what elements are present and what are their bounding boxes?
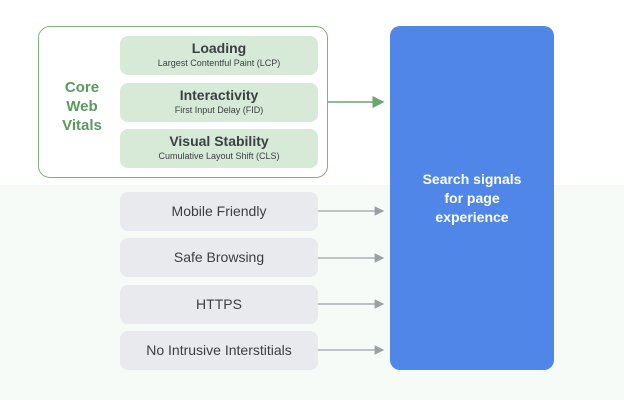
page-experience-signals-box: Search signals for page experience — [390, 26, 554, 370]
metric-visual-stability: Visual Stability Cumulative Layout Shift… — [120, 129, 318, 168]
metric-title: Interactivity — [179, 87, 259, 103]
metric-interactivity: Interactivity First Input Delay (FID) — [120, 83, 318, 122]
metric-loading: Loading Largest Contentful Paint (LCP) — [120, 36, 318, 75]
signal-safe-browsing: Safe Browsing — [120, 238, 318, 277]
metric-subtitle: First Input Delay (FID) — [174, 105, 264, 115]
target-label: Search signals for page experience — [422, 170, 522, 225]
signal-no-intrusive-interstitials: No Intrusive Interstitials — [120, 331, 318, 370]
metric-title: Loading — [191, 40, 247, 56]
cwv-label-line: Vitals — [62, 117, 102, 134]
metric-title: Visual Stability — [169, 133, 269, 149]
cwv-label-line: Web — [66, 98, 98, 115]
metric-subtitle: Cumulative Layout Shift (CLS) — [158, 151, 280, 161]
core-web-vitals-label: Core Web Vitals — [52, 78, 112, 135]
metric-subtitle: Largest Contentful Paint (LCP) — [157, 58, 281, 68]
cwv-label-line: Core — [64, 79, 100, 96]
signal-mobile-friendly: Mobile Friendly — [120, 192, 318, 231]
signal-https: HTTPS — [120, 285, 318, 324]
